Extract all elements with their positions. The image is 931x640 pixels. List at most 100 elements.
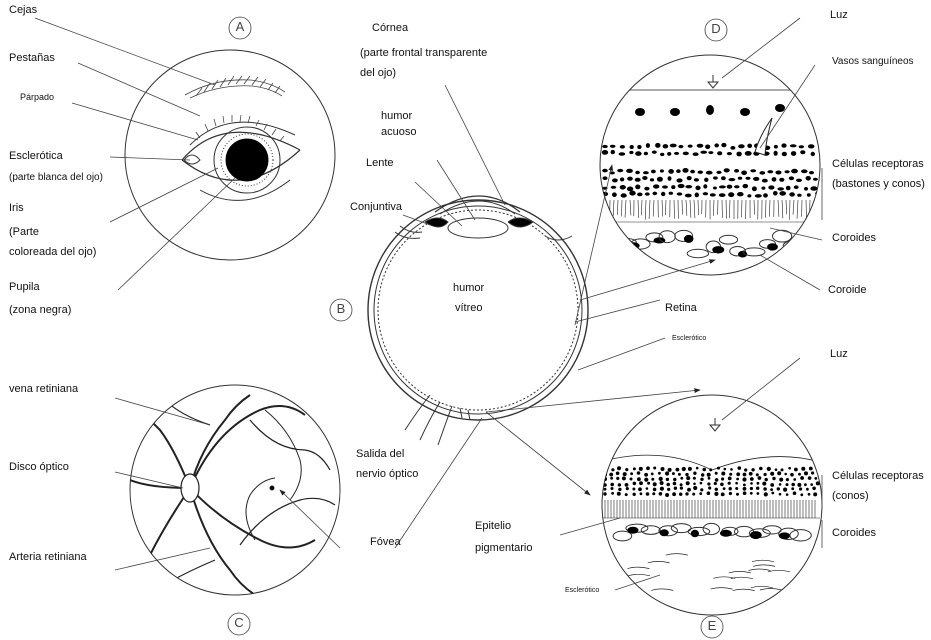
pigment-blob <box>691 530 699 537</box>
cell-nucleus <box>791 169 798 174</box>
fovea-dot <box>270 486 274 490</box>
cell-nucleus <box>761 187 765 190</box>
cone-nucleus <box>674 487 677 490</box>
cone-nucleus <box>625 493 628 496</box>
cell-nucleus <box>635 185 640 190</box>
iris-left <box>425 218 448 227</box>
cell-nucleus <box>685 194 692 198</box>
cone-nucleus <box>604 488 607 491</box>
cone-nucleus <box>799 487 802 490</box>
cone-nucleus <box>786 483 789 486</box>
cone-nucleus <box>809 467 813 471</box>
cone-nucleus <box>680 483 683 486</box>
cell-nucleus <box>810 186 817 191</box>
cell-nucleus <box>660 169 664 172</box>
cone-nucleus <box>763 487 767 491</box>
cone-nucleus <box>750 492 753 495</box>
label-receptoras-d-1: Células receptoras <box>832 158 924 172</box>
cone-nucleus <box>736 472 740 476</box>
cone-nucleus <box>751 468 754 471</box>
cone-nucleus <box>665 471 669 475</box>
cone-nucleus <box>794 468 798 472</box>
cell-nucleus <box>721 176 726 180</box>
cone-nucleus <box>804 471 808 475</box>
cell-nucleus <box>775 171 781 175</box>
cell-nucleus <box>807 193 811 196</box>
cell-nucleus <box>651 170 656 174</box>
cell-nucleus <box>619 152 626 155</box>
vessel-10 <box>165 400 210 425</box>
cone-nucleus <box>708 477 711 480</box>
cone-nucleus <box>616 477 619 480</box>
cone-nucleus <box>738 466 742 470</box>
cell-nucleus <box>762 179 768 183</box>
cell-nucleus <box>743 184 749 188</box>
cone-nucleus <box>729 473 732 476</box>
cell-nucleus <box>676 178 682 182</box>
pigment-blob <box>779 532 790 539</box>
cell-nucleus <box>695 193 699 198</box>
label-cornea-title: Córnea <box>372 22 408 36</box>
cone-nucleus <box>779 493 782 496</box>
panel-label-d: D <box>705 21 727 37</box>
cone-nucleus <box>630 478 633 481</box>
cell-nucleus <box>724 168 730 172</box>
cone-nucleus <box>767 467 771 471</box>
cone-nucleus <box>651 478 654 481</box>
cone-nucleus <box>652 492 655 495</box>
cell-nucleus <box>670 144 677 148</box>
cone-nucleus <box>680 487 683 490</box>
cone-nucleus <box>678 473 681 476</box>
cone-nucleus <box>770 472 774 476</box>
cone-nucleus <box>686 476 690 480</box>
cell-nucleus <box>667 152 671 156</box>
cell-nucleus <box>669 192 673 195</box>
cone-nucleus <box>721 477 724 480</box>
cell-nucleus <box>767 170 773 173</box>
cone-nucleus <box>736 493 739 496</box>
cone-nucleus <box>685 492 688 495</box>
cone-nucleus <box>703 468 707 472</box>
cone-nucleus <box>743 484 746 487</box>
cell-nucleus <box>695 186 700 191</box>
cone-nucleus <box>790 473 794 477</box>
panel-label-b: B <box>330 301 352 317</box>
cone-nucleus <box>632 488 635 491</box>
cell-nucleus <box>663 144 669 148</box>
label-coroide: Coroide <box>828 284 867 298</box>
pigment-blob <box>660 529 669 536</box>
cell-nucleus <box>747 144 752 148</box>
cone-nucleus <box>808 493 811 496</box>
cell-nucleus <box>782 152 787 157</box>
vessel-2 <box>190 395 250 488</box>
cell-nucleus <box>746 177 751 180</box>
cone-nucleus <box>687 488 691 492</box>
cone-nucleus <box>639 467 643 471</box>
cell-nucleus <box>688 145 693 148</box>
cone-nucleus <box>723 487 726 490</box>
cell-nucleus <box>694 178 699 182</box>
cell-nucleus <box>752 186 757 191</box>
cone-nucleus <box>772 477 775 480</box>
cone-nucleus <box>618 488 621 491</box>
cone-nucleus <box>633 482 637 486</box>
cell-nucleus <box>806 176 811 181</box>
cell-nucleus <box>779 178 784 182</box>
cell-nucleus <box>799 145 804 148</box>
cone-nucleus <box>672 472 675 475</box>
cone-nucleus <box>791 483 795 487</box>
cone-nucleus <box>700 478 703 481</box>
cone-nucleus <box>660 481 664 485</box>
cell-nucleus <box>730 146 735 150</box>
label-cornea-desc-2: del ojo) <box>360 67 396 81</box>
cone-nucleus <box>759 467 763 471</box>
cone-nucleus <box>749 472 753 476</box>
cone-nucleus <box>793 478 796 481</box>
label-receptoras-e-1: Células receptoras <box>832 470 924 484</box>
cone-nucleus <box>679 493 682 496</box>
cone-nucleus <box>630 472 633 475</box>
cone-nucleus <box>786 493 789 496</box>
label-conjuntiva: Conjuntiva <box>350 201 402 215</box>
cell-nucleus <box>635 178 641 182</box>
cone-nucleus <box>609 473 613 477</box>
